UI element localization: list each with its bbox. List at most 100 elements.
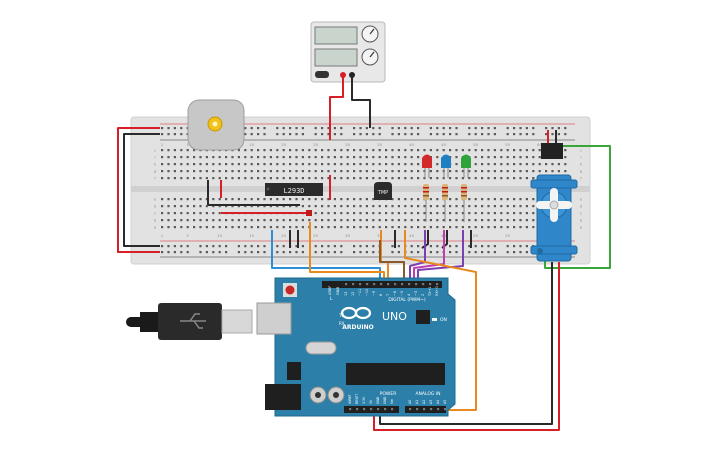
breadboard-hole[interactable] — [321, 205, 324, 208]
breadboard-hole[interactable] — [237, 198, 240, 201]
breadboard-hole[interactable] — [237, 170, 240, 173]
breadboard-hole[interactable] — [474, 198, 477, 201]
usb-port[interactable] — [256, 302, 292, 335]
rail-hole[interactable] — [186, 245, 189, 248]
breadboard-hole[interactable] — [481, 212, 484, 215]
rail-hole[interactable] — [436, 127, 439, 130]
rail-hole[interactable] — [397, 127, 400, 130]
breadboard-hole[interactable] — [276, 149, 279, 152]
breadboard-hole[interactable] — [333, 177, 336, 180]
breadboard-hole[interactable] — [301, 163, 304, 166]
breadboard-hole[interactable] — [410, 198, 413, 201]
breadboard-hole[interactable] — [474, 219, 477, 222]
rail-hole[interactable] — [180, 133, 183, 136]
breadboard-hole[interactable] — [391, 198, 394, 201]
breadboard-hole[interactable] — [391, 149, 394, 152]
led-bank[interactable] — [422, 154, 471, 223]
breadboard-hole[interactable] — [487, 198, 490, 201]
breadboard-hole[interactable] — [289, 177, 292, 180]
rail-hole[interactable] — [417, 127, 420, 130]
breadboard-hole[interactable] — [321, 219, 324, 222]
breadboard-hole[interactable] — [449, 177, 452, 180]
rail-hole[interactable] — [205, 245, 208, 248]
rail-hole[interactable] — [442, 127, 445, 130]
breadboard-hole[interactable] — [161, 198, 164, 201]
breadboard-hole[interactable] — [493, 212, 496, 215]
breadboard-hole[interactable] — [225, 170, 228, 173]
breadboard-hole[interactable] — [525, 226, 528, 229]
breadboard-hole[interactable] — [257, 219, 260, 222]
rail-hole[interactable] — [532, 127, 535, 130]
breadboard-hole[interactable] — [385, 212, 388, 215]
breadboard-hole[interactable] — [487, 170, 490, 173]
rail-hole[interactable] — [289, 251, 292, 254]
breadboard-hole[interactable] — [212, 156, 215, 159]
breadboard-hole[interactable] — [212, 212, 215, 215]
breadboard-hole[interactable] — [391, 205, 394, 208]
breadboard-hole[interactable] — [500, 163, 503, 166]
breadboard-hole[interactable] — [244, 149, 247, 152]
breadboard-hole[interactable] — [161, 226, 164, 229]
rail-hole[interactable] — [289, 133, 292, 136]
breadboard-hole[interactable] — [199, 156, 202, 159]
breadboard-hole[interactable] — [372, 156, 375, 159]
breadboard-hole[interactable] — [378, 177, 381, 180]
breadboard-hole[interactable] — [231, 198, 234, 201]
breadboard-hole[interactable] — [551, 170, 554, 173]
led-green[interactable] — [461, 154, 471, 179]
breadboard-hole[interactable] — [500, 177, 503, 180]
breadboard-hole[interactable] — [397, 219, 400, 222]
breadboard-hole[interactable] — [346, 198, 349, 201]
rail-hole[interactable] — [218, 251, 221, 254]
breadboard-hole[interactable] — [308, 177, 311, 180]
rail-hole[interactable] — [282, 133, 285, 136]
breadboard-hole[interactable] — [500, 219, 503, 222]
breadboard-hole[interactable] — [365, 212, 368, 215]
breadboard-hole[interactable] — [423, 219, 426, 222]
breadboard-hole[interactable] — [481, 226, 484, 229]
breadboard-hole[interactable] — [269, 163, 272, 166]
breadboard-hole[interactable] — [359, 212, 362, 215]
rail-hole[interactable] — [493, 127, 496, 130]
breadboard-hole[interactable] — [391, 163, 394, 166]
power-switch[interactable] — [315, 71, 329, 78]
rail-hole[interactable] — [506, 133, 509, 136]
breadboard-hole[interactable] — [461, 219, 464, 222]
breadboard-hole[interactable] — [449, 212, 452, 215]
breadboard-hole[interactable] — [455, 163, 458, 166]
breadboard-hole[interactable] — [237, 205, 240, 208]
breadboard-hole[interactable] — [346, 170, 349, 173]
resistor-2[interactable] — [442, 184, 448, 200]
breadboard-hole[interactable] — [417, 219, 420, 222]
breadboard-hole[interactable] — [250, 226, 253, 229]
breadboard-hole[interactable] — [378, 156, 381, 159]
breadboard-hole[interactable] — [519, 177, 522, 180]
breadboard-hole[interactable] — [180, 163, 183, 166]
breadboard-hole[interactable] — [161, 219, 164, 222]
breadboard-hole[interactable] — [340, 219, 343, 222]
breadboard-hole[interactable] — [199, 177, 202, 180]
power-supply[interactable] — [310, 21, 386, 83]
rail-hole[interactable] — [487, 245, 490, 248]
digital-pin-hole[interactable] — [394, 283, 397, 286]
breadboard-hole[interactable] — [385, 219, 388, 222]
rail-hole[interactable] — [455, 245, 458, 248]
rail-hole[interactable] — [250, 127, 253, 130]
breadboard-hole[interactable] — [436, 177, 439, 180]
breadboard-hole[interactable] — [372, 149, 375, 152]
breadboard-hole[interactable] — [468, 149, 471, 152]
breadboard-hole[interactable] — [193, 198, 196, 201]
rail-hole[interactable] — [295, 245, 298, 248]
breadboard-hole[interactable] — [404, 170, 407, 173]
breadboard-hole[interactable] — [327, 226, 330, 229]
power-pin-hole[interactable] — [377, 408, 380, 411]
breadboard-hole[interactable] — [180, 170, 183, 173]
breadboard-hole[interactable] — [506, 163, 509, 166]
digital-pin-hole[interactable] — [401, 283, 404, 286]
breadboard-hole[interactable] — [519, 219, 522, 222]
breadboard-hole[interactable] — [429, 170, 432, 173]
breadboard-hole[interactable] — [269, 219, 272, 222]
rail-hole[interactable] — [276, 133, 279, 136]
breadboard-holes[interactable] — [161, 127, 567, 254]
rail-hole[interactable] — [205, 251, 208, 254]
